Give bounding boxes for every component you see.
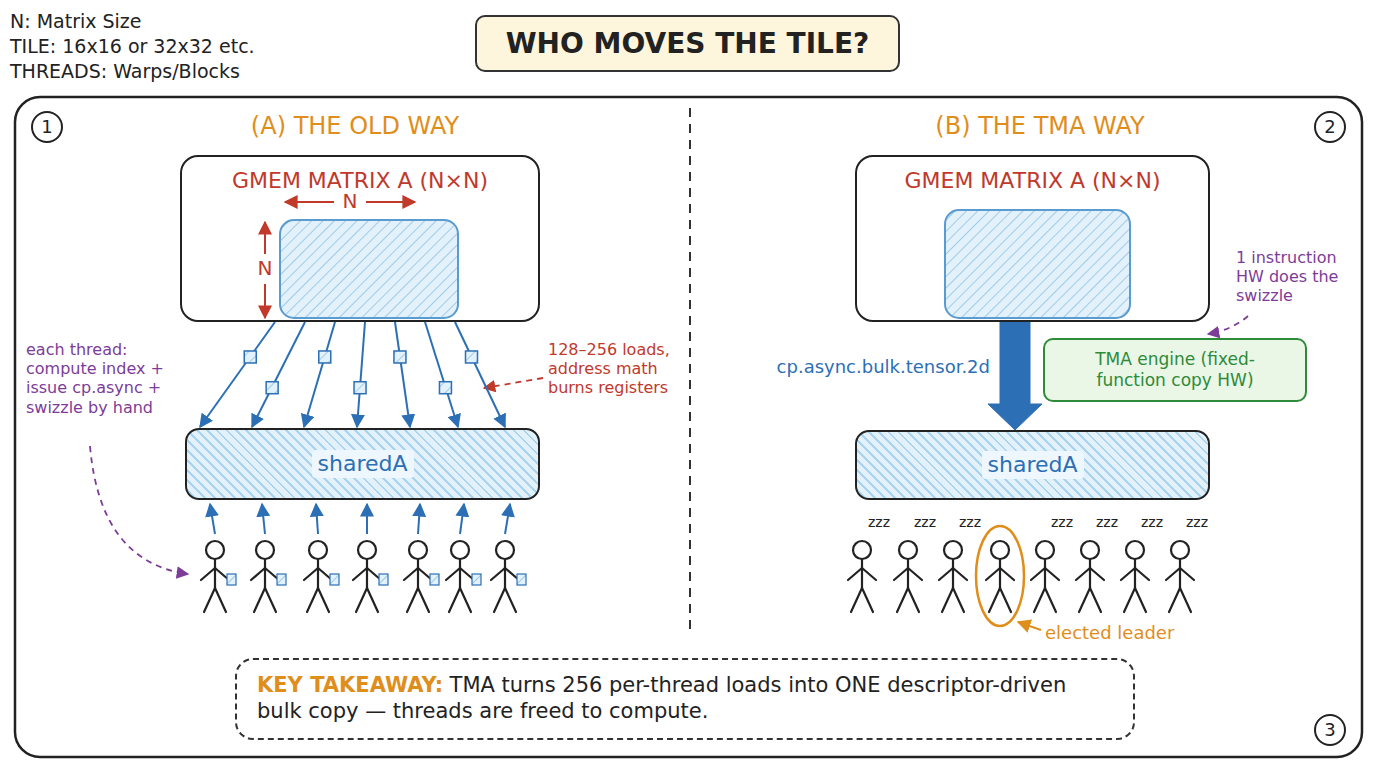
callout-circle xyxy=(32,112,62,142)
callout-circle xyxy=(1315,715,1345,745)
shared-memory-box: sharedA xyxy=(855,430,1210,500)
thread-figure xyxy=(894,541,922,612)
store-arrow xyxy=(418,504,420,534)
title: WHO MOVES THE TILE? xyxy=(475,15,900,72)
annotation: 1 instruction HW does the swizzle xyxy=(1236,248,1358,306)
memory-box: GMEM MATRIX A (N×N) xyxy=(855,155,1210,322)
data-packet xyxy=(394,351,406,363)
tile-block xyxy=(945,210,1130,318)
box-label: GMEM MATRIX A (N×N) xyxy=(904,167,1160,195)
store-arrow xyxy=(460,504,464,534)
load-arrow xyxy=(252,322,305,427)
data-packet xyxy=(266,382,278,394)
dimension-label: N xyxy=(255,256,275,280)
data-packet xyxy=(354,382,366,394)
data-packet xyxy=(319,351,331,363)
store-arrow xyxy=(366,504,368,534)
callout-number: 3 xyxy=(1315,719,1345,741)
leader-line xyxy=(1208,316,1248,334)
edge-label: cp.async.bulk.tensor.2d xyxy=(745,356,990,378)
leader-line xyxy=(1018,622,1041,630)
sleep-mark: zzz xyxy=(914,514,936,531)
sleep-mark: zzz xyxy=(868,514,890,531)
leader-line xyxy=(484,378,543,388)
load-arrow xyxy=(357,322,365,427)
box-label: TMA engine (fixed-function copy HW) xyxy=(1061,349,1289,392)
thread-figure xyxy=(201,541,236,612)
tile-block xyxy=(280,220,458,318)
dimension-arrow xyxy=(264,222,266,254)
data-packet xyxy=(244,351,256,363)
bulk-copy-arrow xyxy=(988,322,1042,430)
sleep-mark: zzz xyxy=(1051,514,1073,531)
thread-figure xyxy=(1121,541,1149,612)
section-heading: (A) THE OLD WAY xyxy=(205,112,505,141)
shared-memory-box: sharedA xyxy=(185,428,540,500)
annotation: each thread: compute index + issue cp.as… xyxy=(26,340,176,417)
load-arrow xyxy=(200,322,275,427)
store-arrow xyxy=(210,504,215,534)
sleep-mark: zzz xyxy=(959,514,981,531)
callout-circle xyxy=(1315,112,1345,142)
box-label: sharedA xyxy=(312,450,414,478)
data-packet xyxy=(439,382,451,394)
dimension-arrow xyxy=(264,284,266,318)
box-label: KEY TAKEAWAY: xyxy=(257,673,443,697)
thread-figure xyxy=(404,541,439,612)
dimension-arrow xyxy=(285,201,334,203)
thread-figure xyxy=(1076,541,1104,612)
engine-box: TMA engine (fixed-function copy HW) xyxy=(1043,338,1307,402)
load-arrow xyxy=(395,322,410,427)
outer-panel xyxy=(15,97,1362,757)
dimension-label: N xyxy=(340,189,360,213)
takeaway-box: KEY TAKEAWAY:TMA turns 256 per-thread lo… xyxy=(235,658,1135,740)
store-arrow xyxy=(316,504,318,534)
legend-note: N: Matrix Size xyxy=(10,10,142,33)
data-packet xyxy=(466,351,478,363)
legend-note: TILE: 16x16 or 32x32 etc. xyxy=(10,35,255,58)
thread-figure xyxy=(353,541,388,612)
box-label: GMEM MATRIX A (N×N) xyxy=(232,167,488,195)
leader-line xyxy=(90,446,188,574)
load-arrow xyxy=(425,322,458,427)
leader-figure xyxy=(986,541,1014,612)
sleep-mark: zzz xyxy=(1186,514,1208,531)
sleep-mark: zzz xyxy=(1096,514,1118,531)
thread-figure xyxy=(491,541,526,612)
thread-figure xyxy=(1166,541,1194,612)
callout-number: 1 xyxy=(32,116,62,138)
legend-note: THREADS: Warps/Blocks xyxy=(10,60,240,83)
annotation: 128–256 loads, address math burns regist… xyxy=(548,340,684,398)
thread-figure xyxy=(848,541,876,612)
callout-number: 2 xyxy=(1315,116,1345,138)
divider-line xyxy=(689,108,691,630)
thread-figure xyxy=(446,541,481,612)
annotation: elected leader xyxy=(1045,622,1174,644)
load-arrow xyxy=(455,322,505,427)
thread-figure xyxy=(304,541,339,612)
thread-figure xyxy=(251,541,286,612)
memory-box: GMEM MATRIX A (N×N) xyxy=(180,155,540,322)
store-arrows xyxy=(210,504,510,534)
box-label: sharedA xyxy=(982,451,1084,479)
section-heading: (B) THE TMA WAY xyxy=(890,112,1190,141)
sleep-mark: zzz xyxy=(1141,514,1163,531)
thread-figure xyxy=(939,541,967,612)
thread-figure xyxy=(1031,541,1059,612)
store-arrow xyxy=(505,504,510,534)
leader-ring xyxy=(976,526,1024,626)
dimension-arrow xyxy=(366,201,415,203)
store-arrow xyxy=(262,504,265,534)
load-arrow xyxy=(304,322,335,427)
